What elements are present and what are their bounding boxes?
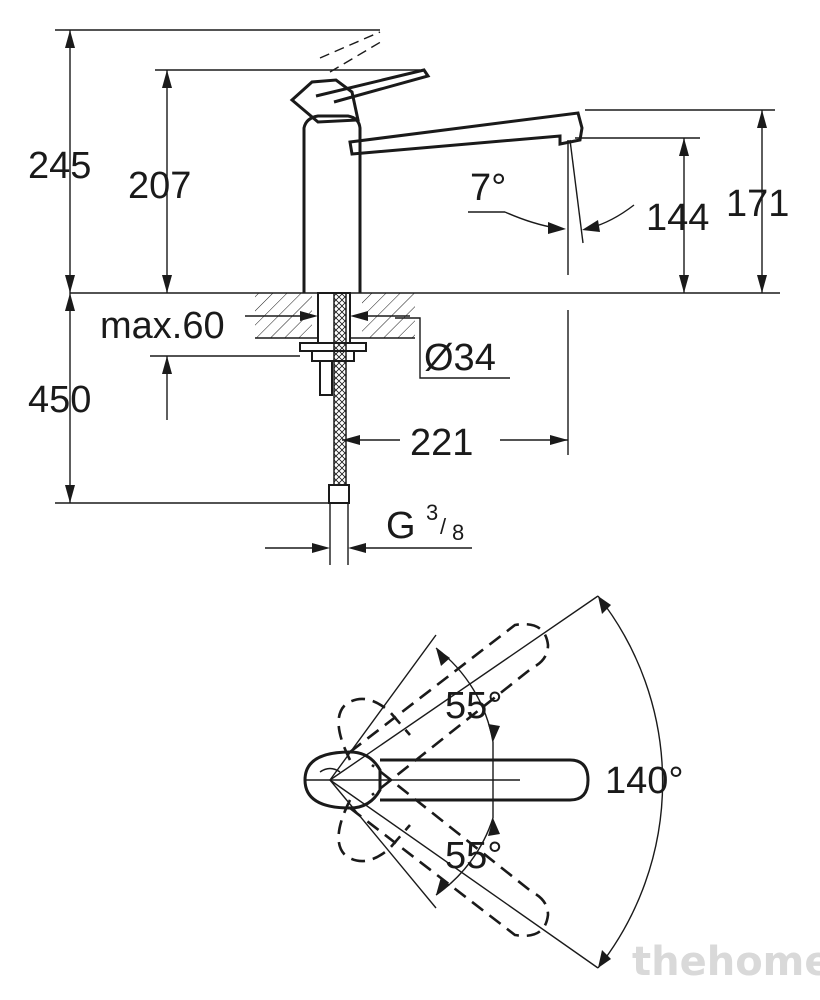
hole-diameter-label: Ø34 [424,337,496,379]
dimension-450: 450 [28,293,335,504]
spout-height-outer-label: 171 [726,183,789,225]
connection-thread-label: G [386,505,416,547]
dimension-245: 245 [28,29,380,293]
spout-reach-label: 221 [410,422,473,464]
dimension-spout-angle: 7° [468,139,635,275]
deck-thickness-label: max.60 [100,305,225,347]
lever-angle-upper-label: 55° [445,685,502,727]
faucet-body [289,31,584,293]
spout-height-inner-label: 144 [646,197,709,239]
spout-rotated-positions [337,622,550,938]
mounting-assembly [299,292,367,565]
height-total-label: 245 [28,145,91,187]
lever-angle-lower-label: 55° [445,835,502,877]
dimension-spout-swivel: 140° [329,595,684,969]
connection-fraction-numerator: 3 [426,500,438,525]
spout-angle-label: 7° [470,167,506,209]
connection-fraction-denominator: 8 [452,520,464,545]
dimension-171: 171 [585,109,789,293]
spout-swivel-label: 140° [605,760,684,802]
dimension-connection-thread: G 3 / 8 [265,500,472,553]
dimension-hole-diameter: Ø34 [395,317,510,379]
dimension-lever-angles: 55° 55° [329,634,502,909]
dimension-221: 221 [342,310,569,464]
dimension-deck-thickness: max.60 [100,305,410,347]
dimension-207: 207 [128,69,420,293]
watermark-text: thehome [632,939,820,985]
spout-straight-position [303,742,590,818]
dimension-144: 144 [575,137,709,293]
top-view: 140° 55° 55° [303,595,684,969]
side-view: 245 207 171 144 [28,29,789,565]
height-lever-label: 207 [128,165,191,207]
connection-fraction-slash: / [440,514,447,539]
hose-length-label: 450 [28,379,91,421]
